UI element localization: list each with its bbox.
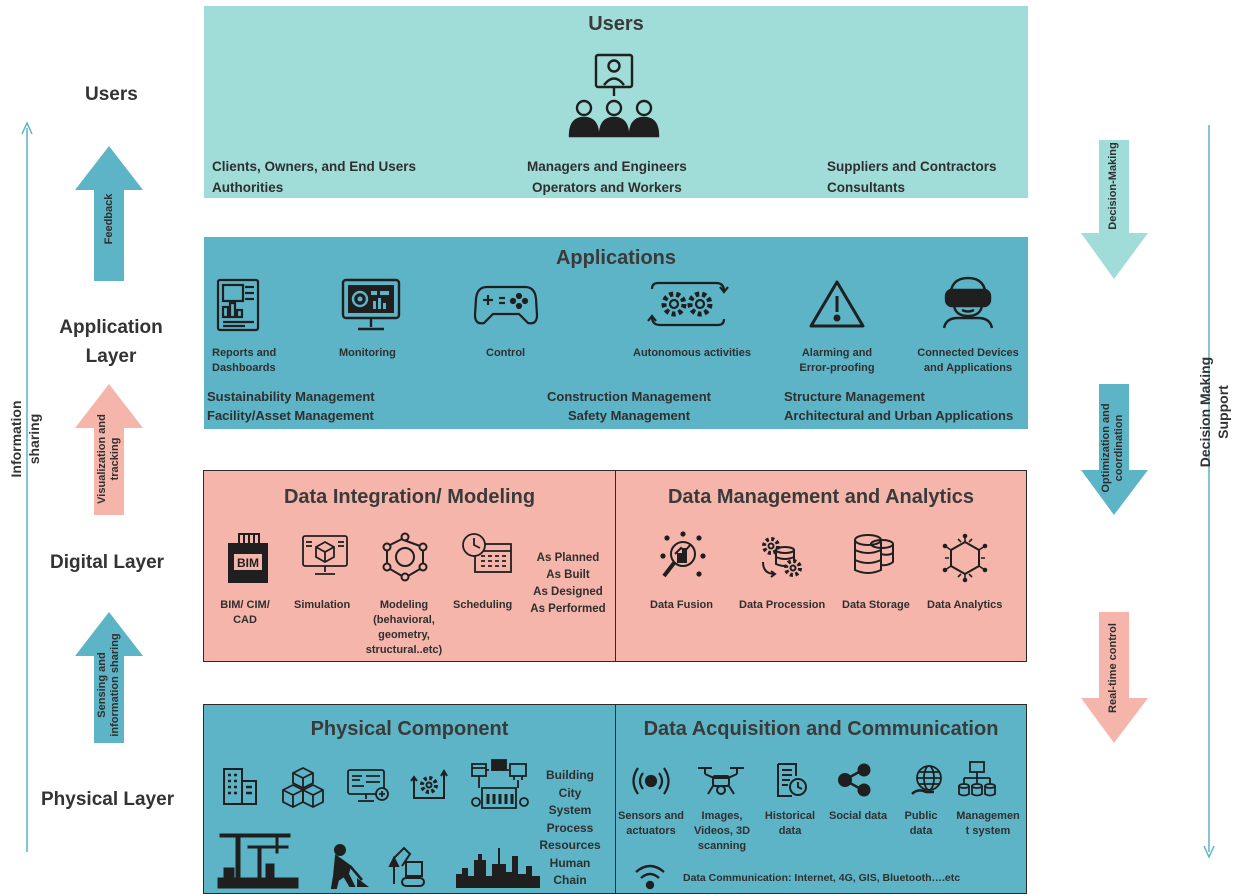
app-management-2: Construction Management Safety Managemen… xyxy=(547,389,711,423)
system-screen-icon xyxy=(347,769,389,802)
network-icon xyxy=(382,532,428,582)
left-label-users: Users xyxy=(85,84,138,105)
left-label-information-sharing: Information sharing xyxy=(8,400,42,478)
optimization-arrow xyxy=(1081,384,1148,515)
users-group-icon xyxy=(568,53,660,138)
users-group-1: Clients, Owners, and End Users Authoriti… xyxy=(212,159,417,195)
physical-component-title: Physical Component xyxy=(310,718,509,740)
report-icon xyxy=(216,278,260,332)
da-label-management: Managemen t system xyxy=(956,810,1020,837)
simulation-icon xyxy=(302,535,348,575)
excavator-icon xyxy=(388,846,425,887)
globe-icon xyxy=(911,765,942,795)
di-label-modeling: Modeling (behavioral, geometry, structur… xyxy=(365,599,443,656)
svg-text:BIM: BIM xyxy=(237,556,259,570)
data-acquisition-title: Data Acquisition and Communication xyxy=(643,718,999,740)
optimization-label: Optimization and coordination xyxy=(1100,403,1125,493)
resources-chain-icon xyxy=(471,759,529,809)
realtime-label: Real-time control xyxy=(1107,623,1119,713)
data-acquisition-panel xyxy=(615,704,1027,894)
data-communication-text: Data Communication: Internet, 4G, GIS, B… xyxy=(683,872,961,884)
physical-component-list: Building City System Process Resources H… xyxy=(539,768,601,887)
calendar-clock-icon xyxy=(462,533,512,573)
left-label-physical-layer: Physical Layer xyxy=(41,789,175,810)
realtime-arrow xyxy=(1081,612,1148,743)
dm-label-procession: Data Procession xyxy=(739,599,826,611)
history-doc-icon xyxy=(777,763,807,797)
warning-icon xyxy=(809,280,865,328)
app-management-1: Sustainability Management Facility/Asset… xyxy=(207,389,375,423)
left-label-digital-layer: Digital Layer xyxy=(50,552,165,573)
wifi-icon xyxy=(635,864,665,890)
data-integration-title: Data Integration/ Modeling xyxy=(283,486,536,508)
building-icon xyxy=(223,768,257,805)
di-label-scheduling: Scheduling xyxy=(453,599,513,611)
dm-label-fusion: Data Fusion xyxy=(650,599,713,611)
fusion-icon xyxy=(660,531,706,578)
app-label-autonomous: Autonomous activities xyxy=(633,347,751,359)
app-management-3: Structure Management Architectural and U… xyxy=(784,389,1014,423)
gears-icon xyxy=(647,281,729,327)
analytics-icon xyxy=(942,533,988,583)
monitor-icon xyxy=(341,278,401,331)
process-icon xyxy=(410,769,448,799)
di-label-bim: BIM/ CIM/ CAD xyxy=(220,599,270,626)
database-icon xyxy=(854,534,894,574)
app-label-monitoring: Monitoring xyxy=(339,347,396,359)
di-states: As Planned As Built As Designed As Perfo… xyxy=(530,552,606,615)
da-label-images: Images, Videos, 3D scanning xyxy=(693,810,751,852)
feedback-arrow xyxy=(75,146,143,281)
app-label-alarming: Alarming and Error-proofing xyxy=(799,347,875,374)
dm-label-storage: Data Storage xyxy=(842,599,910,611)
app-label-reports: Reports and Dashboards xyxy=(212,347,277,374)
da-label-sensors: Sensors and actuators xyxy=(617,810,685,837)
users-panel-title: Users xyxy=(588,13,644,35)
mgmt-tree-icon xyxy=(958,761,996,797)
users-group-3: Suppliers and Contractors Consultants xyxy=(827,159,997,195)
di-label-simulation: Simulation xyxy=(294,599,351,611)
city-skyline-icon xyxy=(456,848,540,888)
sensing-arrow xyxy=(75,612,143,743)
sensing-label: Sensing and information sharing xyxy=(96,633,121,737)
app-label-connected: Connected Devices and Applications xyxy=(917,347,1019,374)
feedback-label: Feedback xyxy=(103,193,115,245)
procession-icon xyxy=(762,537,802,578)
vr-headset-icon xyxy=(942,276,994,329)
sensor-icon xyxy=(632,767,670,795)
da-label-social: Social data xyxy=(829,810,888,822)
worker-icon xyxy=(330,844,369,889)
right-label-decision-support: Decision Making Support xyxy=(1197,356,1231,468)
drone-icon xyxy=(698,767,744,795)
decision-arrow xyxy=(1081,140,1148,279)
decision-label: Decision-Making xyxy=(1107,142,1119,230)
da-label-historical: Historical data xyxy=(764,810,816,837)
boxes-icon xyxy=(282,766,324,809)
da-label-public: Public data xyxy=(904,810,938,837)
users-group-2: Managers and Engineers Operators and Wor… xyxy=(527,159,687,195)
gamepad-icon xyxy=(473,285,539,325)
data-management-title: Data Management and Analytics xyxy=(667,486,974,508)
dm-label-analytics: Data Analytics xyxy=(927,599,1003,611)
applications-panel-title: Applications xyxy=(555,247,676,269)
visualization-arrow xyxy=(75,384,143,515)
applications-panel xyxy=(204,237,1028,429)
app-label-control: Control xyxy=(486,347,526,359)
crane-icon xyxy=(217,833,299,889)
share-icon xyxy=(838,763,871,797)
visualization-label: Visualization and tracking xyxy=(96,414,121,504)
left-label-application-layer: Application Layer xyxy=(59,317,163,367)
bim-icon: BIM xyxy=(228,533,268,583)
